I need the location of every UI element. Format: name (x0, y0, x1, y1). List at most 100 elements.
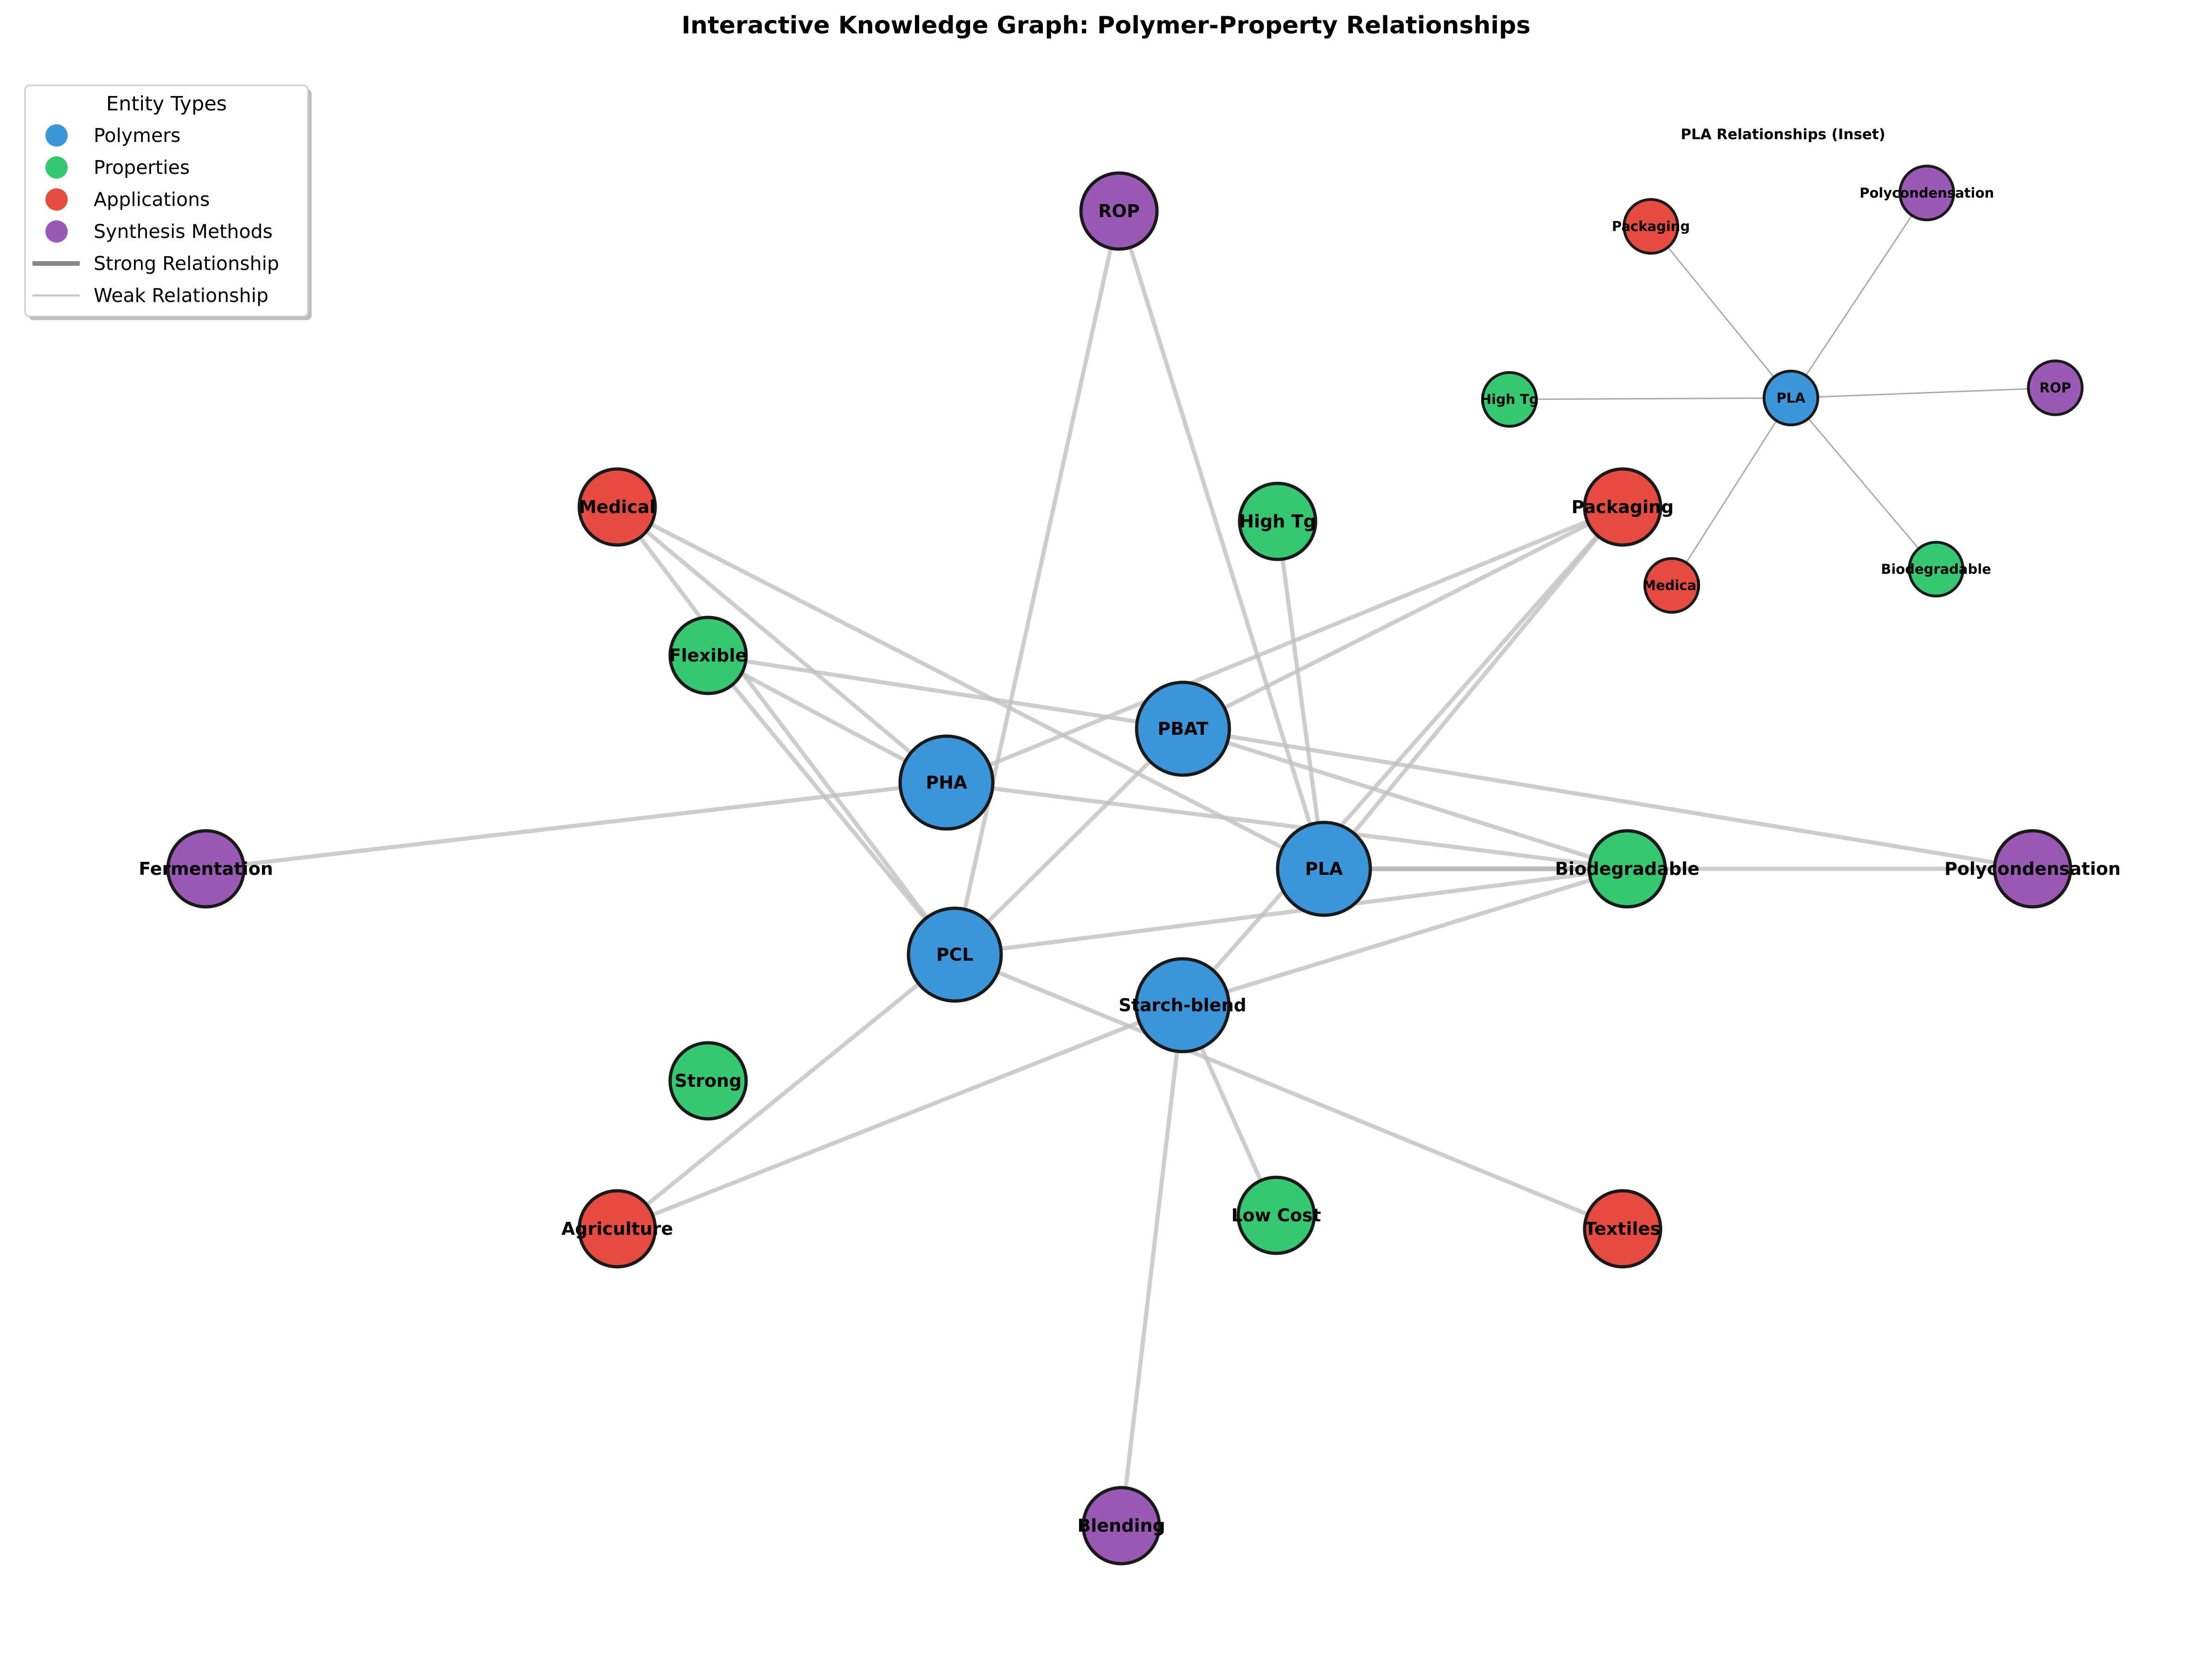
inset-node-label-medical: Medical (1643, 578, 1701, 593)
node-label-low-cost: Low Cost (1231, 1205, 1321, 1226)
inset-edge-pla-biodegradable (1790, 398, 1937, 570)
edge-pbat-flexible (706, 653, 1185, 731)
node-label-pcl: PCL (936, 944, 973, 965)
inset-node-label-pla: PLA (1777, 390, 1806, 406)
legend-label-polymers: Polymers (94, 124, 180, 147)
edge-pbat-pcl (953, 726, 1185, 957)
legend-frame (24, 84, 309, 317)
inset-edge-pla-polycondensation (1790, 193, 1928, 398)
inset-node-packaging[interactable]: Packaging (1612, 198, 1690, 255)
edge-pbat-polycondensation (1181, 726, 2035, 871)
node-label-medical: Medical (579, 497, 655, 517)
edge-pbat-packaging (1181, 505, 1625, 731)
edge-pla-rop (1117, 209, 1326, 871)
node-medical[interactable]: Medical (577, 467, 657, 547)
node-packaging[interactable]: Packaging (1572, 467, 1674, 547)
node-circle-pla (1276, 821, 1372, 917)
node-low-cost[interactable]: Low Cost (1231, 1175, 1321, 1255)
legend-item-applications: Applications (45, 188, 210, 211)
edge-pcl-rop (953, 209, 1121, 957)
inset-node-rop[interactable]: ROP (2027, 359, 2084, 416)
edge-starch-blend-agriculture (615, 1003, 1185, 1231)
inset-node-circle-medical (1643, 557, 1700, 614)
legend: Entity Types PolymersPropertiesApplicati… (24, 84, 312, 320)
legend-marker-polymers (45, 124, 68, 147)
legend-marker-applications (45, 188, 68, 211)
node-circle-rop (1079, 171, 1159, 251)
node-rop[interactable]: ROP (1079, 171, 1159, 251)
node-polycondensation[interactable]: Polycondensation (1944, 829, 2121, 909)
legend-item-strong-relationship: Strong Relationship (32, 252, 279, 275)
node-pbat[interactable]: PBAT (1135, 680, 1231, 777)
inset-edge-pla-packaging (1650, 226, 1792, 398)
inset-node-label-biodegradable: Biodegradable (1881, 561, 1991, 577)
legend-item-weak-relationship: Weak Relationship (32, 284, 269, 307)
edge-starch-blend-biodegradable (1180, 867, 1630, 1008)
legend-title: Entity Types (106, 92, 227, 116)
edge-pcl-biodegradable (953, 867, 1630, 957)
node-label-pla: PLA (1305, 859, 1343, 879)
inset-node-label-packaging: Packaging (1612, 218, 1690, 234)
inset-edge-pla-medical (1671, 398, 1792, 586)
inset-edges (1509, 193, 2056, 586)
inset-node-pla[interactable]: PLA (1763, 370, 1819, 426)
node-agriculture[interactable]: Agriculture (562, 1189, 673, 1269)
legend-label-applications: Applications (94, 188, 210, 211)
pla-inset: PLA Relationships (Inset) PackagingPolyc… (1480, 126, 2084, 614)
inset-edge-pla-high-tg (1509, 397, 1791, 400)
node-circle-textiles (1583, 1189, 1662, 1269)
node-textiles[interactable]: Textiles (1583, 1189, 1662, 1269)
node-circle-fermentation (166, 829, 246, 909)
edge-pha-medical (615, 505, 949, 785)
node-label-textiles: Textiles (1585, 1219, 1661, 1239)
edge-pcl-flexible (706, 653, 957, 957)
node-label-starch-blend: Starch-blend (1119, 995, 1247, 1015)
node-label-flexible: Flexible (669, 645, 747, 666)
node-label-polycondensation: Polycondensation (1944, 859, 2121, 879)
edge-pha-packaging (944, 505, 1625, 785)
node-pcl[interactable]: PCL (907, 906, 1003, 1003)
node-label-blending: Blending (1077, 1515, 1165, 1536)
legend-item-synthesis-methods: Synthesis Methods (45, 220, 273, 243)
node-label-rop: ROP (1098, 201, 1139, 221)
node-high-tg[interactable]: High Tg (1238, 481, 1317, 561)
node-label-strong: Strong (675, 1071, 742, 1091)
node-label-agriculture: Agriculture (562, 1219, 673, 1239)
legend-label-strong-relationship: Strong Relationship (94, 252, 279, 275)
edge-pla-packaging (1322, 505, 1625, 871)
node-circle-polycondensation (1993, 829, 2072, 909)
inset-node-circle-packaging (1623, 198, 1679, 255)
node-flexible[interactable]: Flexible (668, 616, 748, 695)
node-starch-blend[interactable]: Starch-blend (1119, 957, 1247, 1053)
inset-node-high-tg[interactable]: High Tg (1480, 371, 1539, 428)
node-label-fermentation: Fermentation (139, 859, 273, 879)
node-circle-high-tg (1238, 481, 1317, 561)
edge-pcl-medical (615, 505, 957, 957)
inset-node-circle-pla (1763, 370, 1819, 426)
node-circle-agriculture (577, 1189, 657, 1269)
inset-node-medical[interactable]: Medical (1643, 557, 1701, 614)
node-circle-biodegradable (1587, 829, 1667, 909)
inset-node-polycondensation[interactable]: Polycondensation (1860, 165, 1994, 221)
figure-title: Interactive Knowledge Graph: Polymer-Pro… (682, 12, 1531, 39)
node-blending[interactable]: Blending (1077, 1486, 1165, 1566)
inset-node-circle-high-tg (1481, 371, 1538, 428)
node-pha[interactable]: PHA (898, 734, 995, 831)
main-graph-edges (204, 209, 2035, 1528)
node-label-biodegradable: Biodegradable (1555, 859, 1700, 879)
legend-item-properties: Properties (45, 156, 190, 179)
main-graph-nodes: PLAPHAPCLPBATStarch-blendBiodegradableFl… (139, 171, 2121, 1566)
node-label-pbat: PBAT (1157, 719, 1208, 739)
node-fermentation[interactable]: Fermentation (139, 829, 273, 909)
legend-item-polymers: Polymers (45, 124, 180, 147)
edge-pla-high-tg (1275, 519, 1326, 871)
inset-node-biodegradable[interactable]: Biodegradable (1881, 541, 1991, 597)
node-pla[interactable]: PLA (1276, 821, 1372, 917)
edge-pcl-textiles (953, 952, 1625, 1231)
node-strong[interactable]: Strong (668, 1041, 748, 1121)
node-biodegradable[interactable]: Biodegradable (1555, 829, 1700, 909)
edge-pla-medical (615, 505, 1326, 871)
node-circle-medical (577, 467, 657, 547)
